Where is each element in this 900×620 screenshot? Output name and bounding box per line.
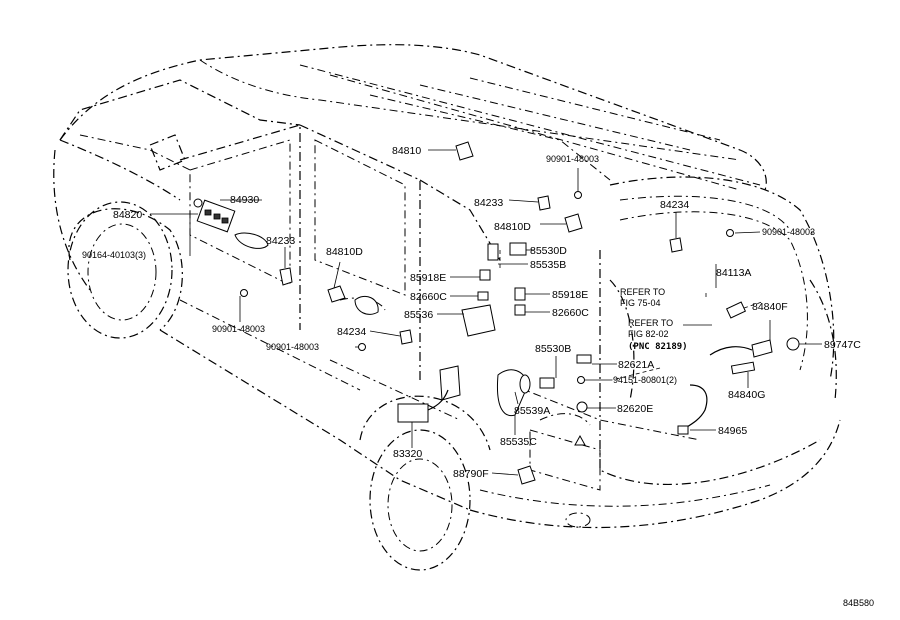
- label-90901-top: 90901-48003: [546, 154, 599, 164]
- switch-84233-top: [537, 195, 551, 211]
- leader-lines: [150, 149, 822, 476]
- connector-84965: [677, 425, 689, 435]
- switch-84810D-left: [327, 285, 346, 303]
- label-85536: 85536: [404, 309, 433, 321]
- label-84234-right: 84234: [660, 199, 689, 211]
- bolt-90901-top: [574, 191, 582, 199]
- relay-85918E-2: [514, 287, 526, 301]
- relay-85918E-1: [479, 269, 491, 281]
- actuator-wire: [427, 389, 449, 411]
- label-84820: 84820: [113, 209, 142, 221]
- sensor-88790F: [517, 465, 536, 485]
- label-84965: 84965: [718, 425, 747, 437]
- label-84840F: 84840F: [752, 301, 788, 313]
- module-83320: [397, 403, 429, 423]
- switch-84234-right: [669, 237, 683, 253]
- label-84840G: 84840G: [728, 389, 765, 401]
- bolt-90901-right: [726, 229, 734, 237]
- fuel-actuator: [439, 365, 461, 401]
- label-85530D: 85530D: [530, 245, 567, 257]
- switch-84810D-top: [564, 213, 583, 233]
- relay-85530B: [539, 377, 555, 389]
- label-85535C: 85535C: [500, 436, 537, 448]
- clip-82620E: [576, 401, 588, 413]
- nut-94151: [577, 376, 585, 384]
- harness-84840F: [709, 346, 753, 356]
- bolt-90901-mid: [358, 343, 366, 351]
- label-84930: 84930: [230, 194, 259, 206]
- label-84233-top: 84233: [474, 197, 503, 209]
- relay-85530D: [509, 242, 527, 256]
- label-82621A: 82621A: [618, 359, 654, 371]
- vehicle-body-outline: [53, 44, 841, 571]
- label-90901-mid: 90901-48003: [266, 342, 319, 352]
- label-83320: 83320: [393, 448, 422, 460]
- part-labels: 84810 90901-48003 84233 84810D 84234 909…: [82, 145, 874, 608]
- label-85918E-2: 85918E: [552, 289, 588, 301]
- label-84810-top: 84810: [392, 145, 421, 157]
- switch-84234-left: [399, 329, 413, 345]
- bolt-90901-left: [240, 289, 248, 297]
- label-94151: 94151-80801(2): [613, 375, 677, 385]
- seal-ring: [519, 374, 531, 394]
- label-85530B: 85530B: [535, 343, 571, 355]
- label-82660C-2: 82660C: [552, 307, 589, 319]
- door-handle: [234, 232, 269, 249]
- block-82660C-2: [514, 304, 526, 316]
- switch-84233-left: [279, 267, 293, 286]
- sensor-89747C: [786, 337, 800, 351]
- bracket-85535B: [487, 243, 499, 261]
- label-85535B: 85535B: [530, 259, 566, 271]
- label-84810D-top: 84810D: [494, 221, 531, 233]
- label-84113A: 84113A: [716, 267, 751, 279]
- label-82620E: 82620E: [617, 403, 653, 415]
- refer-75-04-line1: REFER TO: [620, 287, 665, 297]
- diagram-code: 84B580: [843, 598, 874, 608]
- switch-84840F: [751, 339, 773, 358]
- refer-82-02-line2: FIG 82-02: [628, 329, 669, 339]
- connector-82621A: [576, 354, 592, 364]
- block-82660C-1: [477, 291, 489, 301]
- side-mirror: [354, 296, 379, 315]
- label-90164: 90164-40103(3): [82, 250, 146, 260]
- label-90901-left: 90901-48003: [212, 324, 265, 334]
- label-85539A: 85539A: [514, 405, 550, 417]
- switch-84113A: [725, 301, 747, 319]
- label-85918E-1: 85918E: [410, 272, 446, 284]
- label-82660C-1: 82660C: [410, 291, 447, 303]
- label-89747C: 89747C: [824, 339, 861, 351]
- refer-82-02-line1: REFER TO: [628, 318, 673, 328]
- ecu-85536: [461, 304, 496, 337]
- refer-82-02-pnc: (PNC 82189): [628, 342, 688, 352]
- label-90901-right: 90901-48003: [762, 227, 815, 237]
- label-84810D-left: 84810D: [326, 246, 363, 258]
- harness-84965: [681, 384, 708, 431]
- label-84234-left: 84234: [337, 326, 366, 338]
- switch-84810-top: [455, 141, 474, 161]
- switch-84840G: [730, 361, 756, 375]
- label-84233-left: 84233: [266, 235, 295, 247]
- warning-triangle-icon: [574, 434, 586, 446]
- components: [193, 141, 800, 485]
- door-switch-cluster: [193, 198, 236, 233]
- label-88790F: 88790F: [453, 468, 489, 480]
- refer-75-04-line2: FIG 75-04: [620, 298, 661, 308]
